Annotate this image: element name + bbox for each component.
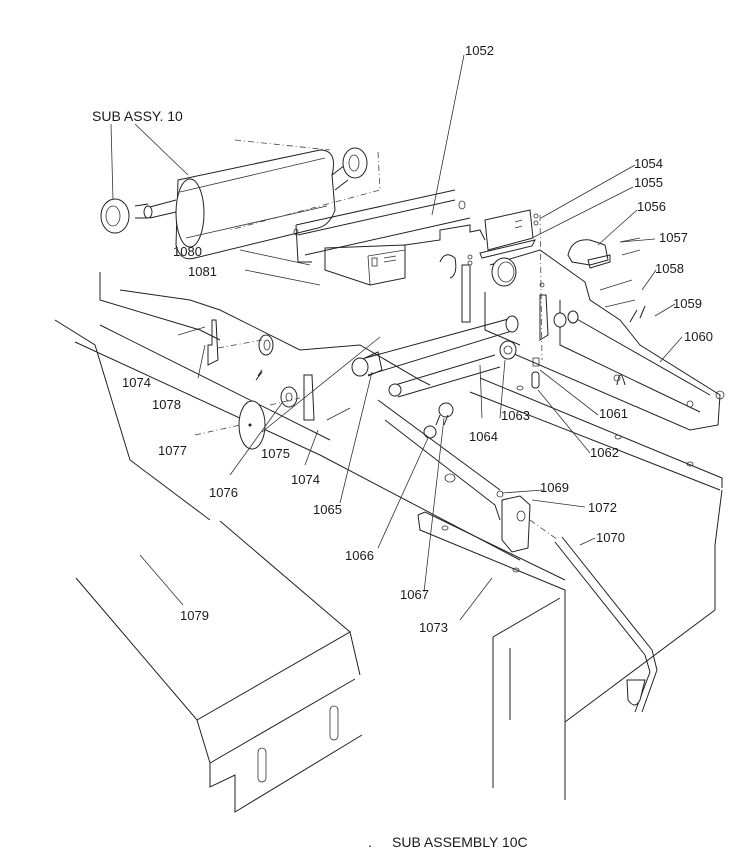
bracket-1073 [417, 489, 723, 800]
callout-1057: 1057 [659, 230, 688, 245]
callout-1069: 1069 [540, 480, 569, 495]
callout-1075: 1075 [261, 446, 290, 461]
callout-1072: 1072 [588, 500, 617, 515]
bracket-1054-1055 [479, 209, 543, 361]
sub-assembly-caption: SUB ASSEMBLY 10C [392, 834, 528, 850]
caption-bullet: . [368, 834, 372, 850]
rollers [351, 315, 519, 398]
callout-1081: 1081 [188, 264, 217, 279]
handle-1070 [529, 519, 658, 713]
callout-1067: 1067 [400, 587, 429, 602]
callout-1061: 1061 [599, 406, 628, 421]
leader-lines [110, 54, 683, 621]
callout-labels: SUB ASSY. 10 1052 1054 1055 1056 1057 10… [92, 43, 713, 850]
callout-1055: 1055 [634, 175, 663, 190]
top-rail-1052 [293, 189, 471, 263]
sub-assy-10-label: SUB ASSY. 10 [92, 108, 183, 124]
cover-panel-1079 [75, 520, 363, 813]
arm-block-1072 [377, 399, 531, 553]
callout-1074-lower: 1074 [291, 472, 320, 487]
callout-1070: 1070 [596, 530, 625, 545]
frame-rails [74, 272, 723, 561]
callout-1077: 1077 [158, 443, 187, 458]
callout-1056: 1056 [637, 199, 666, 214]
callout-1079: 1079 [180, 608, 209, 623]
sub-assy-10-roller [100, 139, 381, 260]
callout-1052: 1052 [465, 43, 494, 58]
callout-1076: 1076 [209, 485, 238, 500]
callout-1062: 1062 [590, 445, 619, 460]
callout-1066: 1066 [345, 548, 374, 563]
left-gear-parts [54, 319, 351, 521]
callout-1064: 1064 [469, 429, 498, 444]
cover-1056 [567, 237, 641, 269]
callout-1054: 1054 [634, 156, 663, 171]
callout-1078: 1078 [152, 397, 181, 412]
callout-1073: 1073 [419, 620, 448, 635]
callout-1059: 1059 [673, 296, 702, 311]
callout-1080: 1080 [173, 244, 202, 259]
callout-1058: 1058 [655, 261, 684, 276]
slotted-link-1061 [531, 282, 579, 389]
callout-1065: 1065 [313, 502, 342, 517]
bracket-block [324, 244, 406, 286]
main-frame [404, 224, 725, 431]
callout-1060: 1060 [684, 329, 713, 344]
bolts-1066-1067 [423, 402, 454, 439]
callout-1063: 1063 [501, 408, 530, 423]
callout-1074-upper: 1074 [122, 375, 151, 390]
screws-1058-1059 [599, 279, 646, 323]
